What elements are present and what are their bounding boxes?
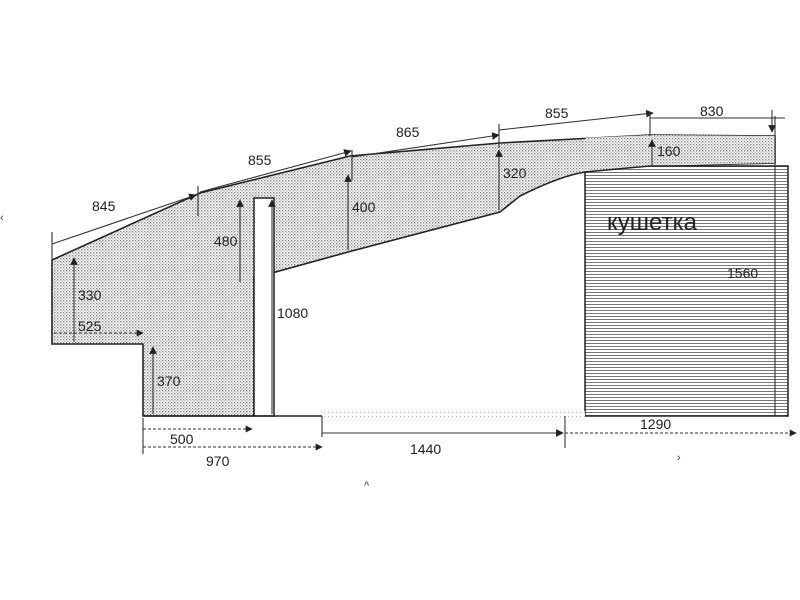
front-panel: [253, 197, 275, 417]
dim-525: 525: [78, 318, 102, 334]
dim-855-b: 855: [545, 105, 569, 121]
dim-845: 845: [92, 198, 116, 214]
caret-right-mark: ›: [677, 452, 681, 464]
caret-bottom-mark: ^: [364, 480, 370, 492]
dim-1080: 1080: [277, 305, 308, 321]
dim-370: 370: [157, 373, 181, 389]
bottom-dimensions: 500 970 1440 1290: [142, 416, 797, 469]
stray-marks: ‹ ^ ›: [0, 212, 681, 492]
caret-left-mark: ‹: [0, 212, 4, 224]
dim-330: 330: [78, 287, 102, 303]
floor-gap: [322, 411, 585, 417]
kushetka-label: кушетка: [607, 209, 698, 236]
dim-160: 160: [657, 143, 681, 159]
top-dimensions: 845 855 865 855 830: [51, 103, 785, 262]
sofa-body: [51, 134, 776, 417]
dim-1560: 1560: [727, 265, 758, 281]
dim-855-a: 855: [248, 152, 272, 168]
vertical-dimensions: 330 525 370 480 1080 400 320 160 1560: [54, 139, 758, 414]
dim-970: 970: [206, 453, 230, 469]
dim-1440: 1440: [410, 441, 441, 457]
kushetka-block: кушетка: [584, 165, 789, 417]
dim-400: 400: [352, 199, 376, 215]
dim-865: 865: [396, 124, 420, 140]
kushetka-shape: [584, 165, 789, 417]
dim-480: 480: [214, 233, 238, 249]
couch-top-strip: [585, 135, 775, 172]
dim-320: 320: [503, 165, 527, 181]
dim-830: 830: [700, 103, 724, 119]
dim-500: 500: [170, 431, 194, 447]
dim-1290: 1290: [640, 416, 671, 432]
